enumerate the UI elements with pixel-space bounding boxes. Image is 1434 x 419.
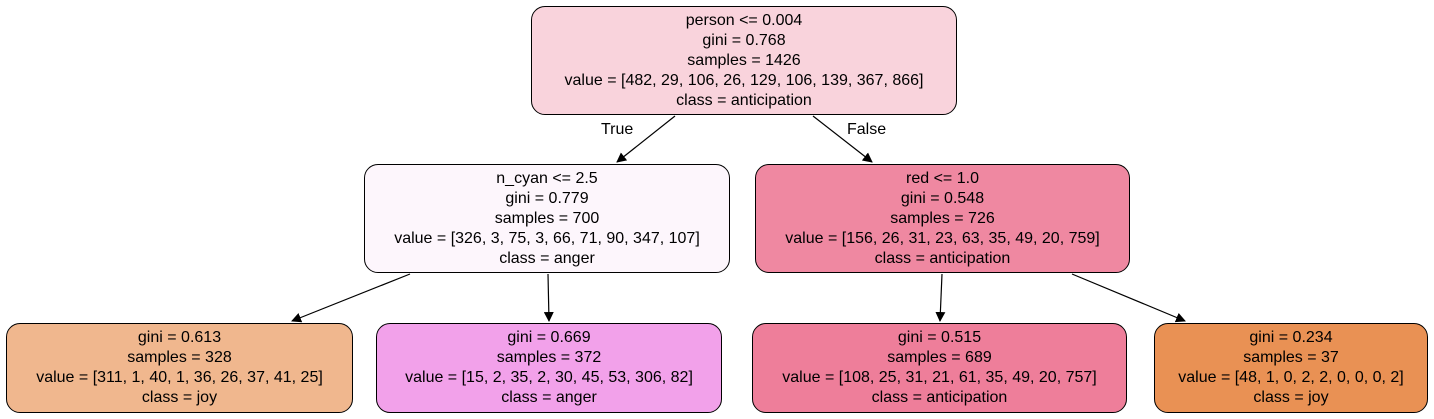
node-class: class = joy bbox=[1253, 389, 1329, 406]
node-class: class = anger bbox=[499, 249, 595, 267]
node-value: value = [311, 1, 40, 1, 36, 26, 37, 41, … bbox=[36, 369, 323, 386]
node-split-rule: n_cyan <= 2.5 bbox=[496, 169, 598, 187]
node-gini: gini = 0.548 bbox=[900, 189, 985, 207]
node-value: value = [326, 3, 75, 3, 66, 71, 90, 347,… bbox=[394, 229, 700, 247]
edge-left-to-anger-leaf bbox=[543, 273, 554, 322]
node-gini: gini = 0.669 bbox=[507, 329, 591, 346]
node-class: class = joy bbox=[141, 389, 218, 406]
node-class: class = anticipation bbox=[676, 91, 812, 109]
node-class: class = anticipation bbox=[871, 389, 1008, 406]
node-gini: gini = 0.234 bbox=[1249, 329, 1333, 346]
edge-right-to-anticipation-leaf bbox=[935, 273, 946, 322]
node-value: value = [48, 1, 0, 2, 2, 0, 0, 0, 2] bbox=[1178, 369, 1404, 386]
node-value: value = [482, 29, 106, 26, 129, 106, 139… bbox=[564, 71, 924, 89]
node-samples: samples = 37 bbox=[1243, 349, 1339, 366]
node-value: value = [15, 2, 35, 2, 30, 45, 53, 306, … bbox=[405, 369, 693, 386]
node-split-rule: person <= 0.004 bbox=[685, 11, 803, 29]
node-samples: samples = 700 bbox=[494, 209, 600, 227]
node-value: value = [156, 26, 31, 23, 63, 35, 49, 20… bbox=[785, 229, 1100, 247]
node-class: class = anger bbox=[501, 389, 597, 406]
node-value: value = [108, 25, 31, 21, 61, 35, 49, 20… bbox=[782, 369, 1097, 386]
node-gini: gini = 0.768 bbox=[702, 31, 786, 49]
edge-left-to-joy-leaf bbox=[291, 273, 411, 323]
node-gini: gini = 0.613 bbox=[137, 329, 222, 346]
tree-node-right: red <= 1.0 gini = 0.548 samples = 726 va… bbox=[755, 164, 1130, 273]
node-gini: gini = 0.779 bbox=[505, 189, 589, 207]
tree-node-left: n_cyan <= 2.5 gini = 0.779 samples = 700… bbox=[364, 164, 730, 273]
node-samples: samples = 726 bbox=[890, 209, 995, 227]
edge-right-to-joy-leaf bbox=[1071, 273, 1186, 323]
tree-leaf-joy-small: gini = 0.234 samples = 37 value = [48, 1… bbox=[1154, 323, 1428, 413]
node-split-rule: red <= 1.0 bbox=[906, 169, 979, 187]
node-class: class = anticipation bbox=[874, 249, 1011, 267]
edge-label-false: False bbox=[847, 121, 887, 138]
node-samples: samples = 328 bbox=[127, 349, 232, 366]
node-samples: samples = 689 bbox=[887, 349, 992, 366]
edge-label-true: True bbox=[601, 121, 634, 138]
tree-node-root: person <= 0.004 gini = 0.768 samples = 1… bbox=[531, 6, 957, 115]
tree-leaf-anticipation: gini = 0.515 samples = 689 value = [108,… bbox=[752, 323, 1127, 413]
node-samples: samples = 1426 bbox=[687, 51, 801, 69]
node-gini: gini = 0.515 bbox=[897, 329, 982, 346]
edge-root-to-left bbox=[616, 115, 676, 163]
tree-leaf-joy: gini = 0.613 samples = 328 value = [311,… bbox=[6, 323, 353, 413]
node-samples: samples = 372 bbox=[496, 349, 602, 366]
tree-leaf-anger: gini = 0.669 samples = 372 value = [15, … bbox=[376, 323, 722, 413]
edge-root-to-right bbox=[812, 115, 873, 163]
